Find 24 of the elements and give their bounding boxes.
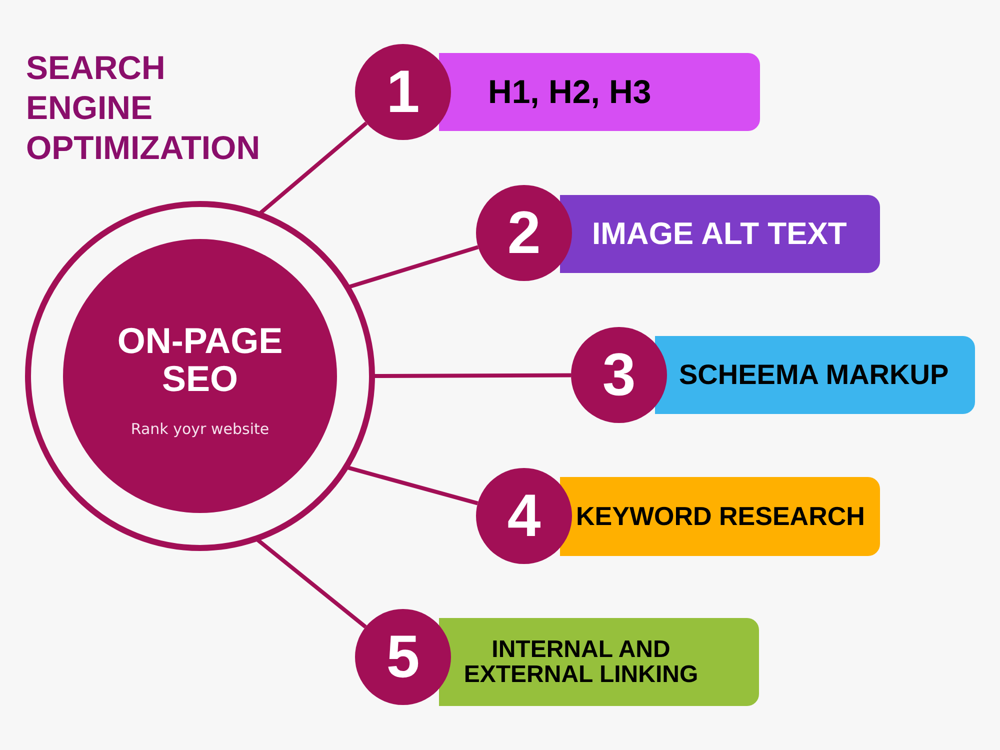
step-label: IMAGE ALT TEXT [592, 216, 847, 252]
connector-line [345, 465, 478, 506]
step-bar [560, 195, 880, 273]
step-label: KEYWORD RESEARCH [576, 502, 865, 531]
connector-line [258, 122, 368, 216]
step-bar [439, 618, 759, 706]
connector-line [254, 537, 367, 628]
step-number-circle: 5 [355, 609, 451, 705]
step-number-circle: 1 [355, 44, 451, 140]
center-subtitle: Rank yoyr website [130, 420, 270, 438]
center-title: ON-PAGE SEO [116, 322, 284, 398]
step-label: H1, H2, H3 [488, 74, 652, 110]
step-bar [439, 53, 760, 131]
connector-line [372, 373, 571, 378]
step-label: SCHEEMA MARKUP [679, 360, 949, 390]
step-label: INTERNAL AND EXTERNAL LINKING [462, 637, 700, 687]
step-bar [560, 477, 880, 556]
connector-line [346, 245, 479, 290]
step-number-circle: 2 [476, 185, 572, 281]
step-number-circle: 4 [476, 468, 572, 564]
step-bar [655, 336, 975, 414]
outer-ring [25, 201, 375, 551]
step-number-circle: 3 [571, 327, 667, 423]
diagram-title: SEARCH ENGINE OPTIMIZATION [26, 48, 260, 168]
